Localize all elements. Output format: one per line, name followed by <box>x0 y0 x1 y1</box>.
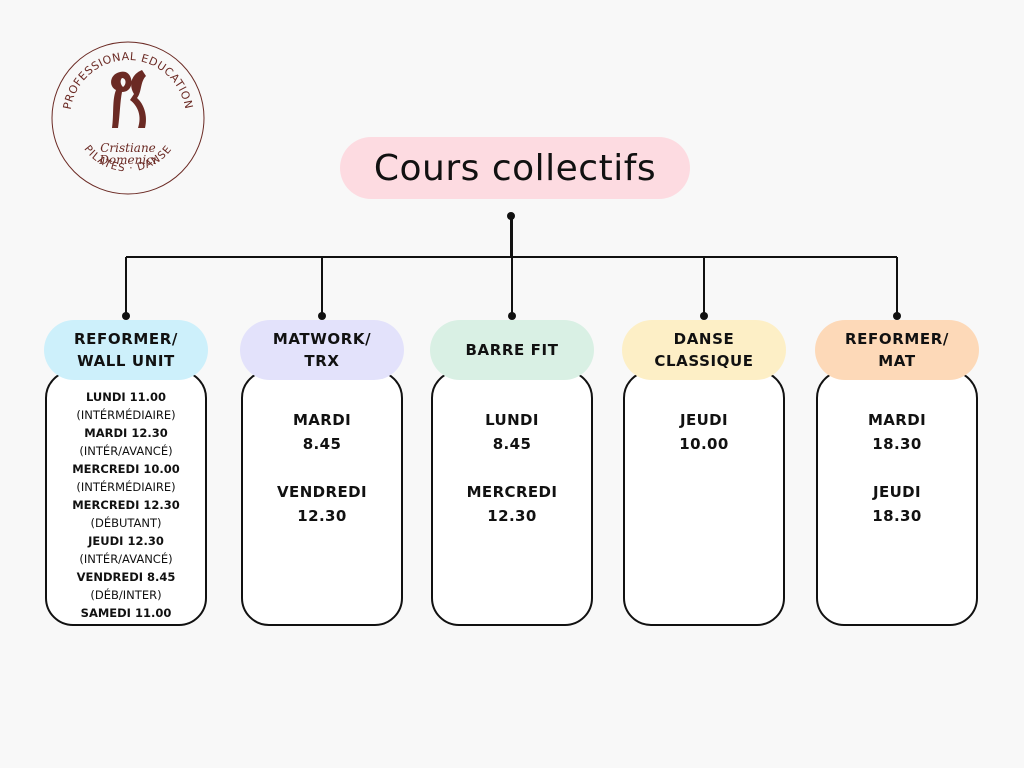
card-label-line1: BARRE FIT <box>465 341 559 359</box>
logo-signature-line1: Cristiane <box>100 141 156 155</box>
card-label-line2: WALL UNIT <box>77 352 175 370</box>
card-label-line2: TRX <box>304 352 340 370</box>
card-label-line1: REFORMER/ <box>845 330 949 348</box>
schedule-card-danse-classique: JEUDI 10.00 <box>623 370 785 626</box>
schedule-line: 8.45 <box>302 435 342 453</box>
logo-seal-graphic: PROFESSIONAL EDUCATION PILATES · DANSE C… <box>51 41 205 195</box>
page-title: Cours collectifs <box>340 137 690 199</box>
schedule-line: (INTÉR/AVANCÉ) <box>79 444 173 458</box>
schedule-line: LUNDI 11.00 <box>85 390 167 404</box>
schedule-line: SAMEDI 11.00 <box>80 606 172 620</box>
schedule-line: JEUDI <box>872 483 922 501</box>
schedule-line: MARDI <box>292 411 352 429</box>
logo-ring <box>51 41 205 195</box>
schedule-line: LUNDI <box>485 411 539 429</box>
schedule-line: MARDI <box>867 411 927 429</box>
card-label-line2: MAT <box>878 352 916 370</box>
schedule-lines: LUNDI 11.00 (INTÉRMÉDIAIRE) MARDI 12.30 (IN… <box>47 388 205 622</box>
card-label-line1: REFORMER/ <box>74 330 178 348</box>
schedule-line <box>243 456 401 480</box>
logo-monogram-icon <box>111 70 147 128</box>
schedule-line: (DÉBUTANT) <box>90 516 162 530</box>
schedule-line: MERCREDI <box>466 483 558 501</box>
schedule-line <box>818 456 976 480</box>
schedule-line: MERCREDI 12.30 <box>72 498 180 512</box>
schedule-line: JEUDI 12.30 <box>88 534 164 548</box>
card-label-danse-classique: DANSE CLASSIQUE <box>622 320 786 380</box>
connector-dot-4 <box>700 312 708 320</box>
card-label-matwork-trx: MATWORK/TRX <box>240 320 404 380</box>
connector-dot-3 <box>508 312 516 320</box>
schedule-line: 12.30 <box>297 507 347 525</box>
card-label-line1: DANSE <box>673 330 735 348</box>
brand-logo: PROFESSIONAL EDUCATION PILATES · DANSE C… <box>50 40 206 196</box>
schedule-line: (INTÉR/AVANCÉ) <box>79 552 173 566</box>
schedule-line: 12.30 <box>487 507 537 525</box>
schedule-lines: JEUDI 10.00 <box>625 408 783 456</box>
schedule-line: 18.30 <box>872 435 922 453</box>
schedule-line: 10.00 <box>679 435 729 453</box>
schedule-line: (INTÉRMÉDIAIRE) <box>76 408 176 422</box>
card-label-reformer-wall-unit: REFORMER/WALL UNIT <box>44 320 208 380</box>
card-label-reformer-mat: REFORMER/MAT <box>815 320 979 380</box>
connector-title-dot <box>507 212 515 220</box>
schedule-line: VENDREDI <box>277 483 367 501</box>
schedule-line: (INTÉRMÉDIAIRE) <box>76 480 176 494</box>
connector-dot-2 <box>318 312 326 320</box>
card-label-barre-fit: BARRE FIT <box>430 320 594 380</box>
connector-dot-5 <box>893 312 901 320</box>
schedule-line: MARDI 12.30 <box>84 426 168 440</box>
logo-signature-line2: Domenici <box>98 153 157 167</box>
connector-dot-1 <box>122 312 130 320</box>
schedule-line: JEUDI <box>679 411 729 429</box>
card-label-line2: CLASSIQUE <box>654 352 754 370</box>
schedule-line: 18.30 <box>872 507 922 525</box>
card-label-line1: MATWORK/ <box>272 330 372 348</box>
schedule-line: (DÉB/INTER) <box>90 588 162 602</box>
schedule-line: VENDREDI 8.45 <box>76 570 176 584</box>
schedule-card-reformer-wall-unit: LUNDI 11.00 (INTÉRMÉDIAIRE) MARDI 12.30 (IN… <box>45 370 207 626</box>
schedule-line: 8.45 <box>492 435 532 453</box>
schedule-line <box>433 456 591 480</box>
schedule-line: MERCREDI 10.00 <box>72 462 180 476</box>
